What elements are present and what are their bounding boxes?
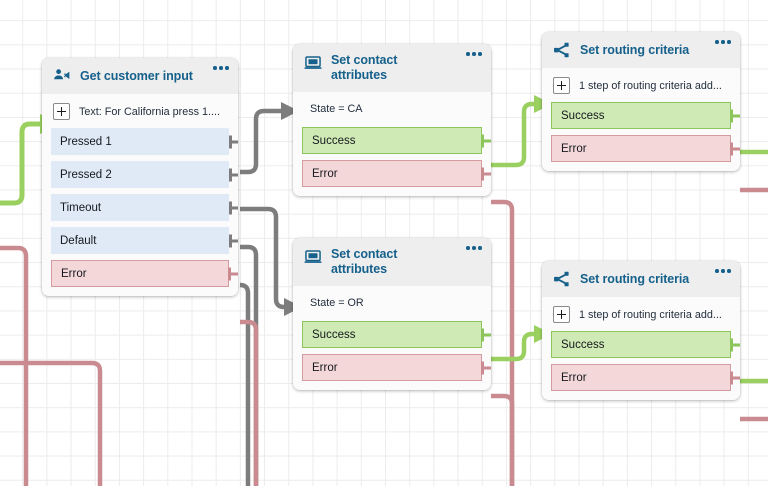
expand-plus-icon[interactable] [53,103,70,120]
node-get-customer-input[interactable]: Get customer input Text: For California … [42,58,238,296]
node-title: Set contact attributes [331,247,398,276]
port-label: Default [60,234,97,247]
port-error[interactable]: Error [551,135,740,162]
node-title: Set contact attributes [331,53,398,82]
node-summary-text: 1 step of routing criteria add... [579,308,722,321]
node-menu-icon[interactable] [715,269,731,273]
port-success[interactable]: Success [302,127,491,154]
port-label: Error [561,142,587,155]
node-ports: Success Error [293,127,491,196]
port-label: Timeout [60,201,102,214]
node-summary-text: Text: For California press 1.... [79,105,221,118]
node-body: 1 step of routing criteria add... [542,297,740,331]
node-menu-icon[interactable] [466,246,482,250]
port-pressed-2[interactable]: Pressed 2 [51,161,238,188]
node-summary-text: State = OR [310,297,364,309]
wire-pressed2-to-or [240,206,288,310]
wire-or-success [491,331,538,362]
contact-attributes-icon [304,250,322,263]
node-header: Get customer input [42,58,238,94]
node-header: Set contact attributes [293,44,491,92]
port-connector-icon[interactable] [229,234,238,247]
port-connector-icon[interactable] [730,142,740,155]
routing-criteria-icon [554,271,569,287]
port-label: Error [61,267,87,280]
node-summary-text: State = CA [310,103,363,115]
expand-plus-icon[interactable] [553,306,570,323]
node-header: Set routing criteria [542,261,740,297]
node-header: Set contact attributes [293,238,491,286]
port-success[interactable]: Success [551,331,740,358]
node-body: State = CA [293,92,491,127]
port-default[interactable]: Default [51,227,238,254]
wire-error-rail-lower [0,360,103,486]
node-title: Get customer input [80,68,193,83]
wire-entry-green [0,121,46,206]
wire-ca-error [491,199,515,486]
port-label: Success [312,134,356,147]
customer-input-icon [54,69,70,80]
port-connector-icon[interactable] [229,168,238,181]
node-set-contact-attributes-or[interactable]: Set contact attributes State = OR Succes… [293,238,491,390]
port-label: Pressed 2 [60,168,112,181]
port-connector-icon[interactable] [730,338,740,351]
node-set-routing-criteria-2[interactable]: Set routing criteria 1 step of routing c… [542,261,740,400]
port-connector-icon[interactable] [481,167,491,180]
node-title: Set routing criteria [580,42,690,57]
expand-plus-icon[interactable] [553,77,570,94]
port-label: Pressed 1 [60,135,112,148]
port-timeout[interactable]: Timeout [51,194,238,221]
wire-input-error [240,319,259,486]
node-title: Set routing criteria [580,271,690,286]
port-label: Error [312,167,338,180]
wire-pressed1-to-ca [240,108,285,175]
node-menu-icon[interactable] [715,40,731,44]
node-body: State = OR [293,286,491,321]
port-error[interactable]: Error [551,364,740,391]
port-label: Success [312,328,356,341]
node-set-contact-attributes-ca[interactable]: Set contact attributes State = CA Succes… [293,44,491,196]
port-label: Error [561,371,587,384]
port-connector-icon[interactable] [730,109,740,122]
wire-or-error [491,393,515,486]
node-ports: Pressed 1 Pressed 2 Timeout Default Erro… [42,128,238,296]
wire-default [239,282,251,486]
port-pressed-1[interactable]: Pressed 1 [51,128,238,155]
port-connector-icon[interactable] [730,371,740,384]
node-body: 1 step of routing criteria add... [542,68,740,102]
node-ports: Success Error [542,102,740,171]
port-connector-icon[interactable] [228,267,238,280]
port-success[interactable]: Success [551,102,740,129]
wire-error-rail-upper [0,245,29,486]
node-ports: Success Error [293,321,491,390]
node-set-routing-criteria-1[interactable]: Set routing criteria 1 step of routing c… [542,32,740,171]
node-menu-icon[interactable] [213,66,229,70]
port-connector-icon[interactable] [481,328,491,341]
node-body: Text: For California press 1.... [42,94,238,128]
port-connector-icon[interactable] [481,361,491,374]
node-ports: Success Error [542,331,740,400]
port-error[interactable]: Error [302,354,491,381]
wire-ca-success [491,101,538,168]
port-error[interactable]: Error [51,260,238,287]
port-success[interactable]: Success [302,321,491,348]
routing-criteria-icon [554,42,569,58]
node-menu-icon[interactable] [466,52,482,56]
port-connector-icon[interactable] [481,134,491,147]
port-label: Error [312,361,338,374]
port-label: Success [561,338,605,351]
port-label: Success [561,109,605,122]
port-connector-icon[interactable] [229,135,238,148]
port-error[interactable]: Error [302,160,491,187]
node-summary-text: 1 step of routing criteria add... [579,79,722,92]
contact-attributes-icon [304,56,322,69]
node-header: Set routing criteria [542,32,740,68]
port-connector-icon[interactable] [229,201,238,214]
wire-timeout [240,244,259,486]
